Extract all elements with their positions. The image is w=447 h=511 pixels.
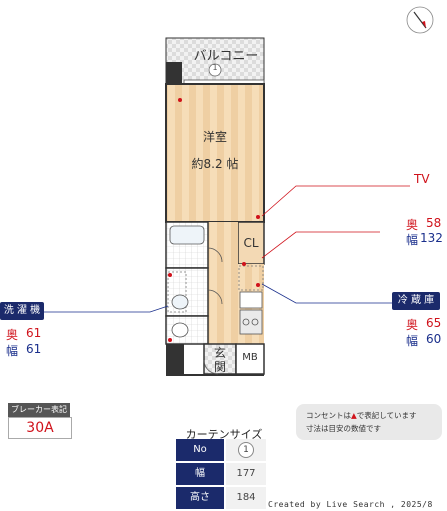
washer-depth-label: 奥	[6, 328, 19, 342]
entrance-label-2: 関	[213, 360, 226, 374]
compass-north-icon	[406, 6, 434, 34]
note-line-1: コンセントは▲で表記しています	[306, 410, 432, 422]
western-room	[165, 83, 265, 223]
fridge-space	[238, 265, 264, 291]
kitchen-sink	[239, 309, 263, 335]
curtain-width-value: 132	[420, 231, 443, 245]
callout-lines-red	[261, 185, 410, 259]
fridge-width-label: 幅	[406, 334, 419, 348]
stove-burner	[242, 318, 250, 326]
fridge-depth-value: 65	[426, 316, 442, 330]
tv-label: TV	[414, 172, 430, 186]
breaker-title: ブレーカー表記	[8, 403, 70, 417]
table-row: No 1	[176, 439, 266, 461]
fridge-width-value: 60	[426, 332, 442, 346]
footer-credit: Created by Live Search , 2025/8	[268, 500, 433, 509]
curtain-table-title: カーテンサイズ	[185, 428, 263, 441]
washer-width-value: 61	[26, 342, 42, 356]
curtain-depth-value: 58	[426, 216, 442, 230]
washer-depth-value: 61	[26, 326, 42, 340]
table-row: 高さ 184	[176, 487, 266, 509]
meter-box	[235, 343, 265, 375]
fridge-depth-label: 奥	[406, 318, 419, 332]
stove-burner	[251, 318, 259, 326]
washer-title: 洗 濯 機	[0, 302, 44, 320]
note-line-1-pre: コンセントは	[306, 411, 351, 420]
row-value: 184	[226, 487, 266, 509]
hallway	[208, 222, 238, 344]
table-row: 幅 177	[176, 463, 266, 485]
breaker-value: 30A	[8, 417, 72, 439]
meter-box-label: MB	[242, 352, 258, 363]
bathtub	[169, 225, 205, 245]
curtain-table: No 1 幅 177 高さ 184	[176, 439, 266, 509]
balcony-label: バルコニー	[193, 49, 259, 64]
fridge-title: 冷 蔵 庫	[392, 292, 440, 310]
entrance	[203, 343, 237, 375]
door-swing	[203, 359, 219, 375]
no-circle: 1	[238, 442, 254, 458]
balcony-marker: 1	[212, 63, 218, 72]
washroom	[165, 267, 209, 317]
note-line-2: 寸法は目安の数値です	[306, 424, 381, 433]
callout-lines-blue	[0, 283, 392, 313]
washer-space	[167, 271, 187, 313]
note-box: コンセントは▲で表記しています 寸法は目安の数値です	[296, 404, 442, 440]
western-room-label: 洋室	[202, 130, 227, 144]
washer-width-label: 幅	[6, 344, 19, 358]
western-room-size: 約8.2 帖	[191, 157, 239, 171]
row-label: No	[176, 439, 224, 461]
outer-wall	[166, 374, 264, 376]
entrance-label-1: 玄	[213, 346, 226, 360]
row-label: 高さ	[176, 487, 224, 509]
row-label: 幅	[176, 463, 224, 485]
door-swing	[207, 289, 223, 305]
curtain-depth-label: 奥	[406, 218, 419, 232]
outlet-icon: ▲	[351, 411, 357, 420]
closet-label: CL	[243, 236, 259, 250]
note-line-1-post: で表記しています	[356, 411, 417, 420]
row-value: 1	[226, 439, 266, 461]
curtain-width-label: 幅	[406, 233, 419, 247]
door-swing	[207, 247, 223, 263]
toilet	[171, 322, 189, 338]
wall-pillar	[166, 335, 184, 375]
row-value: 177	[226, 463, 266, 485]
counter	[239, 291, 263, 309]
outlet-markers	[168, 98, 260, 342]
basin	[171, 294, 189, 310]
